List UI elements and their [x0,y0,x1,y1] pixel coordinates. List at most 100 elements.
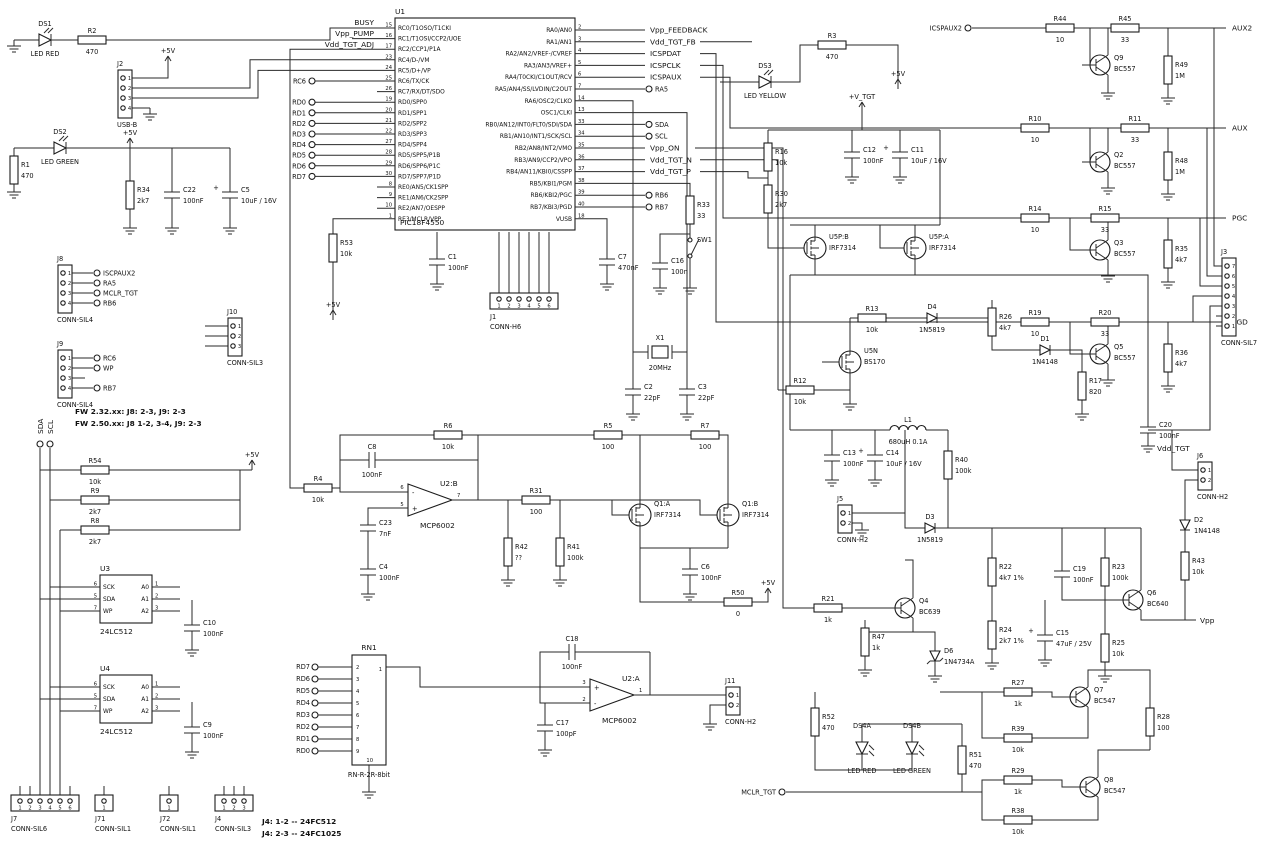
wire [1040,779,1072,788]
pin-name: RD3 [296,711,310,719]
annotation-text: ICSPDAT [650,49,682,58]
ground-icon [928,670,942,683]
value-label: 820 [1089,388,1102,396]
ref-label: R7 [701,422,710,430]
ref-label: R39 [1012,725,1025,733]
ref-label: C8 [368,443,377,451]
net-label-RD7: RD7 [292,172,316,181]
ground-icon [855,524,869,537]
wire [1082,128,1091,163]
ground-icon [1161,380,1175,393]
value-label: 100 [1157,724,1170,732]
ref-label: C5 [241,186,250,194]
ref-label: R35 [1175,245,1188,253]
value-label: IRF7314 [829,244,856,252]
value-label: BC557 [1114,250,1136,258]
pin-name: RA3/AN3/VREF+ [524,63,572,69]
ground-icon [703,718,717,731]
ref-label: R14 [1029,205,1042,213]
net-label-RC6: RC6 [293,77,316,86]
input-sign: + [412,505,418,513]
wire [1082,28,1091,66]
ground-icon [1075,408,1089,421]
pin-name: SDA [103,597,115,603]
value-label: 10 [1031,136,1039,144]
ref-label: C2 [644,383,653,391]
power-label: +V_TGT [849,93,876,101]
annotation-text: AUX2 [1232,24,1252,33]
annotation-text: Vdd_TGT_ADJ [325,40,374,49]
net-name: SCL [655,133,668,141]
net-name: RD1 [292,109,306,117]
pin-name: RD4/SPP4 [398,143,427,149]
ground-icon [361,588,375,601]
pin-number: 4 [68,301,72,307]
ref-label: R30 [775,190,788,198]
pin-name: RB6/KBI2/PGC [531,193,572,199]
ref-label: R45 [1119,15,1132,23]
wire [915,274,1149,414]
net-label-RD2: RD2 [292,119,316,128]
value-label: 1k [824,616,832,624]
ref-label: D4 [927,303,936,311]
wire [913,631,936,642]
pin-number: 2 [507,304,510,310]
ref-label: J8 [56,255,63,263]
value-label: 1k [1014,788,1022,796]
pin-name: RC6/TX/CK [398,79,429,85]
pin-number: 2 [848,521,851,527]
value-label: 470 [969,762,982,770]
value-label: 10 [1056,36,1064,44]
value-label: CONN-SIL3 [227,359,263,367]
wire [905,559,914,592]
pin-number: 40 [578,202,585,208]
pin-number: 1 [238,324,241,330]
ground-icon [123,222,137,235]
value-label: 1N4148 [1032,358,1058,366]
wire [659,233,690,250]
ref-label: R13 [866,305,879,313]
ground-icon [868,474,882,487]
pin-number: 27 [385,139,392,145]
pin-number: 4 [48,806,52,812]
ground-icon [1161,276,1175,289]
annotation-text: Vdd_TGT_N [650,155,692,164]
pin-name: RD6/SPP6/P1C [398,164,440,170]
ref-label: R38 [1012,807,1025,815]
ref-label: R49 [1175,61,1188,69]
ref-label: C9 [203,721,212,729]
pin-name: RA5/AN4/SS/LVDIN/C2OUT [495,87,572,93]
annotation-text: Vpp_PUMP [335,29,374,38]
value-label: CONN-SIL7 [1221,339,1257,347]
pin-name: RD7/SPP7/P1D [398,174,441,180]
polarity-mark: + [883,144,889,152]
pin-name: SCK [103,585,115,591]
value-label: 10uF / 16V [241,197,277,205]
